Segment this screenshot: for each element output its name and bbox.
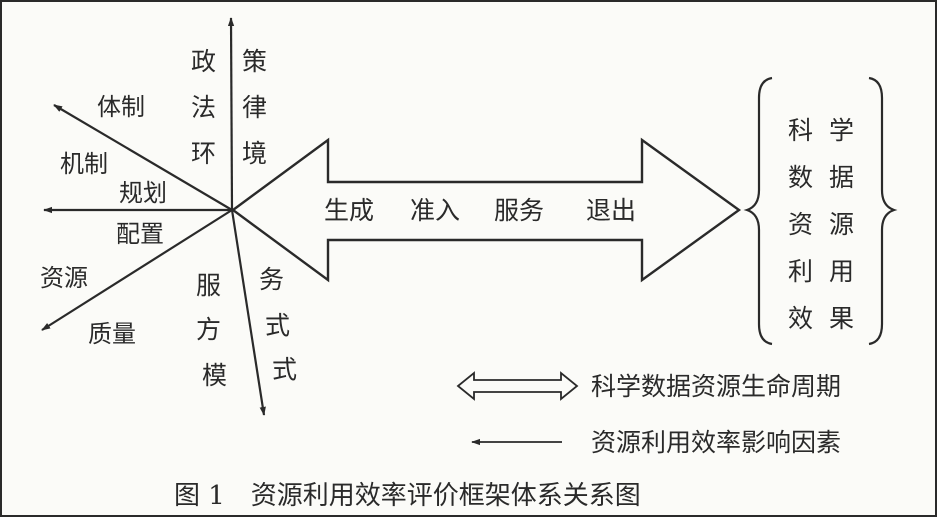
mechanism-axis [53,104,233,211]
right-brace [868,76,898,346]
resource-quality-axis [41,209,233,331]
result-char-6: 学 [829,116,854,145]
policy-label-5: 律 [242,93,267,122]
legend-lifecycle-label: 科学数据资源生命周期 [591,372,841,401]
service-mode-axis [230,209,266,416]
quality-label: 质量 [88,320,136,348]
result-char-2: 数 [788,163,813,192]
mechanism-label: 机制 [60,150,108,178]
result-char-10: 果 [829,304,854,333]
result-char-1: 科 [788,116,813,145]
legend-factors-label: 资源利用效率影响因素 [591,428,841,457]
policy-label-2: 法 [191,93,216,122]
policy-label-4: 策 [242,47,267,76]
policy-axis [227,17,235,211]
result-char-4: 利 [788,257,813,286]
policy-label-3: 环 [191,139,216,168]
policy-label-1: 政 [191,47,216,76]
figure-caption: 图 1 资源利用效率评价框架体系关系图 [174,481,641,511]
planning-label: 规划 [119,179,167,207]
resources-label: 资源 [40,264,88,292]
result-char-8: 源 [829,210,854,239]
service-label-1: 服 [196,271,221,300]
stage-exit: 退出 [586,196,636,225]
legend-double-arrow-icon [456,371,579,401]
result-char-3: 资 [788,210,813,239]
left-brace [743,76,773,346]
stage-service: 服务 [494,196,544,225]
stage-generate: 生成 [324,196,374,225]
policy-label-6: 境 [242,139,267,168]
result-char-7: 据 [829,163,854,192]
service-label-4: 务 [259,265,284,294]
stage-admission: 准入 [410,196,460,225]
result-char-5: 效 [788,304,813,333]
service-label-3: 模 [202,361,227,390]
service-label-6: 式 [272,355,297,384]
service-label-5: 式 [265,311,290,340]
service-label-2: 方 [196,315,221,344]
result-char-9: 用 [829,257,854,286]
factor-axes [41,17,266,416]
system-label: 体制 [97,93,145,121]
lifecycle-double-arrow [230,137,742,283]
allocation-label: 配置 [116,220,164,248]
